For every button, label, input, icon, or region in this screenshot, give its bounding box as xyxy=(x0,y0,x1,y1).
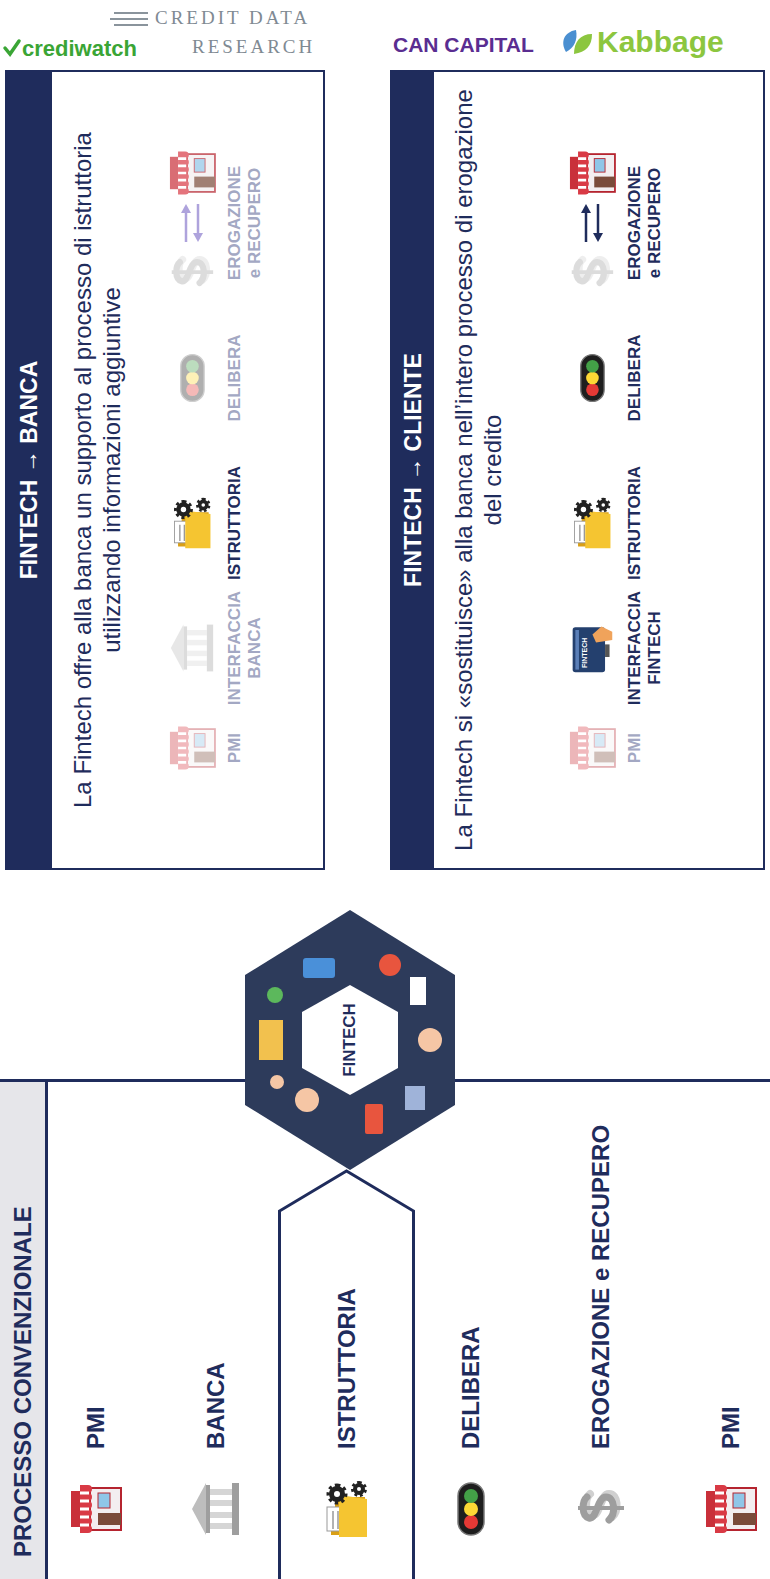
flow-arrow xyxy=(585,212,588,242)
payment-figure xyxy=(167,146,217,300)
panel-title: FINTECH → CLIENTE xyxy=(392,72,434,868)
dollar-icon xyxy=(573,1479,628,1539)
process-step: INTERFACCIA BANCA xyxy=(167,621,217,675)
shop-icon xyxy=(170,151,215,194)
process-step: PMI xyxy=(68,1479,123,1539)
hexagon-icon xyxy=(303,958,335,978)
payment-figure xyxy=(567,146,617,300)
light-icon xyxy=(443,1479,498,1539)
flow-arrow xyxy=(597,204,600,234)
process-step: DELIBERA xyxy=(443,1479,498,1539)
process-step: ISTRUTTORIA xyxy=(167,496,217,550)
hexagon-label: FINTECH xyxy=(340,1003,360,1077)
light-icon xyxy=(567,351,617,405)
panel: PROCESSO CONVENZIONALE PMI BANCA ISTRUTTORI… xyxy=(0,1079,770,1579)
hexagon-icon xyxy=(259,1020,283,1060)
shop-icon xyxy=(68,1479,123,1539)
panel-header: FINTECH → BANCA xyxy=(7,72,52,868)
panel: FINTECH → CLIENTE La Fintech si «sostitui… xyxy=(390,70,765,870)
panel: FINTECH → BANCA La Fintech offre alla ban… xyxy=(5,70,325,870)
bank-icon xyxy=(188,1479,243,1539)
flow-arrow xyxy=(197,204,200,234)
process-step: DELIBERA xyxy=(567,351,617,405)
process-step: PMI xyxy=(567,721,617,775)
istr-icon xyxy=(319,1479,374,1539)
process-step: FINTECHINTERFACCIA FINTECH xyxy=(567,621,617,675)
logo-text: CAN CAPITAL xyxy=(393,33,534,57)
hexagon-icon xyxy=(405,1086,425,1110)
step-label: PMI xyxy=(717,1406,745,1449)
arrow-head xyxy=(181,204,191,213)
hexagon-icon xyxy=(270,1075,284,1089)
hexagon-inner xyxy=(302,985,398,1095)
process-step: BANCA xyxy=(188,1479,243,1539)
arrow-head xyxy=(193,233,203,242)
dollar-icon xyxy=(172,260,213,283)
step-label: DELIBERA xyxy=(625,316,645,441)
hexagon-icon xyxy=(410,977,426,1005)
process-step: EROGAZIONE e RECUPERO xyxy=(167,146,217,300)
step-label: DELIBERA xyxy=(457,1326,485,1449)
hexagon-outer xyxy=(245,910,455,1170)
process-step: EROGAZIONE e RECUPERO xyxy=(573,1479,628,1539)
arrow-head xyxy=(581,204,591,213)
panel-title: FINTECH → BANCA xyxy=(7,72,52,868)
hexagon-icon xyxy=(418,1028,442,1052)
screen-text: FINTECH xyxy=(581,638,588,668)
step-label: BANCA xyxy=(202,1362,230,1449)
arrow-head xyxy=(593,233,603,242)
flow-arrow xyxy=(185,212,188,242)
step-label: ISTRUTTORIA xyxy=(333,1288,361,1449)
shop-icon xyxy=(167,721,217,775)
highlight-step: ISTRUTTORIA xyxy=(278,1169,415,1579)
pentagon-border xyxy=(280,1171,414,1579)
panel-header: PROCESSO CONVENZIONALE xyxy=(0,1082,48,1579)
light-icon xyxy=(167,351,217,405)
bank-icon xyxy=(167,621,217,675)
logo-text: RESEARCH xyxy=(192,36,315,58)
logo-text: CREDIT DATA xyxy=(155,7,310,29)
step-label: EROGAZIONE e RECUPERO xyxy=(225,161,264,286)
hexagon-icon xyxy=(295,1088,319,1112)
step-label: INTERFACCIA FINTECH xyxy=(625,586,664,711)
process-step: ISTRUTTORIA xyxy=(567,496,617,550)
istr-icon xyxy=(567,496,617,550)
step-label: ISTRUTTORIA xyxy=(625,461,645,586)
hexagon-icon xyxy=(365,1104,383,1134)
screen-icon xyxy=(567,621,617,675)
fintech-hexagon: FINTECH xyxy=(245,910,455,1170)
shop-icon xyxy=(567,721,617,775)
step-label: EROGAZIONE e RECUPERO xyxy=(587,1125,615,1449)
logo-text: crediwatch xyxy=(22,36,137,62)
step-label: INTERFACCIA BANCA xyxy=(225,586,264,711)
panel-header: FINTECH → CLIENTE xyxy=(392,72,434,868)
process-step: EROGAZIONE e RECUPERO xyxy=(567,146,617,300)
dollar-icon xyxy=(572,260,613,283)
logo-text: Kabbage xyxy=(597,25,724,59)
istr-icon xyxy=(167,496,217,550)
shop-icon xyxy=(703,1479,758,1539)
panel-description: La Fintech si «sostituisce» alla banca n… xyxy=(450,85,508,855)
step-label: PMI xyxy=(82,1406,110,1449)
shop-icon xyxy=(570,151,615,194)
process-step: DELIBERA xyxy=(167,351,217,405)
process-step: PMI xyxy=(167,721,217,775)
step-label: EROGAZIONE e RECUPERO xyxy=(625,161,664,286)
hexagon-icon xyxy=(379,954,401,976)
panel-description: La Fintech offre alla banca un supporto … xyxy=(69,110,127,830)
step-label: ISTRUTTORIA xyxy=(225,461,245,586)
panel-title: PROCESSO CONVENZIONALE xyxy=(0,1082,45,1579)
process-step: PMI xyxy=(703,1479,758,1539)
hexagon-icon xyxy=(267,987,283,1003)
step-label: DELIBERA xyxy=(225,316,245,441)
